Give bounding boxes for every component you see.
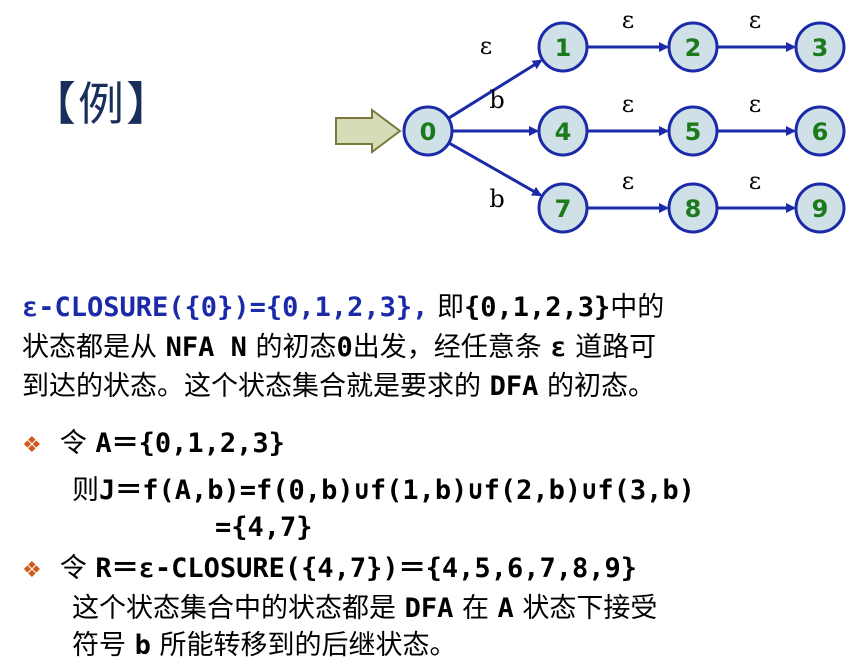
transition-label-4-5: ε [622,90,634,118]
state-4 [537,105,589,157]
transition-label-0-7: b [489,185,504,213]
state-label-2: 2 [685,34,702,62]
state-9 [794,182,846,234]
j-result: ={4,7} [215,512,313,543]
transition-label-1-2: ε [622,6,634,34]
bullet-1-line-1: ❖令 A＝{0,1,2,3} [22,428,285,459]
bullet-2-line-2: 这个状态集合中的状态都是 DFA 在 A 状态下接受 [72,593,658,624]
bullet-2-line-1: ❖令 R＝ε-CLOSURE({4,7})＝{4,5,6,7,8,9} [22,553,637,584]
transition-label-5-6: ε [749,90,761,118]
para-line-3: 到达的状态。这个状态集合就是要求的 DFA 的初态。 [22,371,655,402]
state-0 [402,105,454,157]
start-arrow [335,108,402,154]
state-label-7: 7 [555,195,572,223]
bullet-1-line-2: 则J＝f(A,b)=f(0,b)∪f(1,b)∪f(2,b)∪f(3,b) [72,475,695,506]
state-label-9: 9 [812,195,829,223]
state-5 [667,105,719,157]
closure-expression: ε-CLOSURE({0})={0,1,2,3}, [22,292,429,323]
state-label-4: 4 [555,118,572,146]
bullet-2-line-3: 符号 b 所能转移到的后继状态。 [72,630,457,661]
state-2 [667,21,719,73]
state-label-1: 1 [555,34,572,62]
state-3 [794,21,846,73]
state-label-5: 5 [685,118,702,146]
set-r-expression: R＝ε-CLOSURE({4,7})＝{4,5,6,7,8,9} [95,553,637,584]
transition-label-7-8: ε [622,167,634,195]
bullet-marker-icon: ❖ [22,558,42,583]
state-label-6: 6 [812,118,829,146]
state-8 [667,182,719,234]
state-label-0: 0 [420,118,437,146]
para-line-2: 状态都是从 NFA N 的初态0出发，经任意条 ε 道路可 [22,332,657,363]
para-line-1: ε-CLOSURE({0})={0,1,2,3}, 即{0,1,2,3}中的 [22,292,665,323]
transition-label-0-4: b [489,86,504,114]
transition-0-7 [448,141,543,197]
state-7 [537,182,589,234]
bullet-marker-icon: ❖ [22,433,42,458]
state-1 [537,21,589,73]
example-title: 【例】 [30,77,174,131]
transition-0-1 [447,59,543,120]
set-a-expression: A＝{0,1,2,3} [95,428,285,459]
transition-label-0-1: ε [480,32,492,60]
state-6 [794,105,846,157]
state-label-3: 3 [812,34,829,62]
bullet-1-line-3: ={4,7} [215,510,313,546]
state-label-8: 8 [685,195,702,223]
transition-label-2-3: ε [749,6,761,34]
transition-label-8-9: ε [749,167,761,195]
j-expression: J＝f(A,b)=f(0,b)∪f(1,b)∪f(2,b)∪f(3,b) [99,475,695,506]
